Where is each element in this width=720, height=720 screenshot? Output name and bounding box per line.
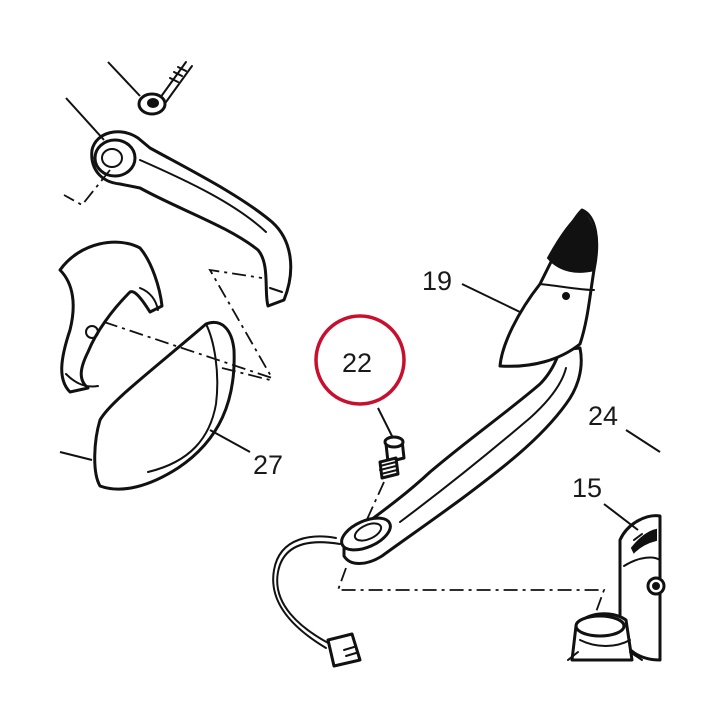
throttle-housing bbox=[567, 612, 643, 662]
leader-line-15 bbox=[603, 503, 639, 531]
bolt-top-left bbox=[159, 61, 193, 103]
leader-line-washer bbox=[107, 61, 141, 97]
lever-right-head bbox=[498, 208, 599, 368]
leader-line-27 bbox=[209, 429, 251, 453]
callout-27: 27 bbox=[253, 450, 283, 480]
callout-22: 22 bbox=[342, 348, 372, 378]
lever-left bbox=[90, 130, 293, 308]
callout-19: 19 bbox=[422, 266, 452, 296]
leader-line-19 bbox=[461, 283, 521, 313]
leader-line-22 bbox=[377, 407, 393, 437]
washer-top-left bbox=[137, 92, 167, 116]
leader-line-24 bbox=[625, 429, 661, 453]
callout-24: 24 bbox=[588, 401, 618, 431]
callout-15: 15 bbox=[572, 473, 602, 503]
centerline-lever-left bbox=[63, 169, 111, 207]
screw-part-22 bbox=[378, 435, 406, 480]
centerline-hand-guard-2 bbox=[221, 367, 271, 381]
centerline-lever-right bbox=[336, 567, 606, 613]
centerline-hand-guard bbox=[103, 268, 274, 380]
switch-housing-part-15 bbox=[618, 514, 666, 662]
hand-guard bbox=[93, 321, 236, 491]
lever-right-part-19 bbox=[340, 346, 583, 565]
leader-line-lever-left bbox=[65, 97, 105, 141]
leader-line-hand-guard-left bbox=[59, 451, 93, 461]
mirror-bracket-left bbox=[58, 240, 164, 394]
cable-right bbox=[272, 535, 362, 668]
highlight-circle bbox=[314, 314, 406, 406]
